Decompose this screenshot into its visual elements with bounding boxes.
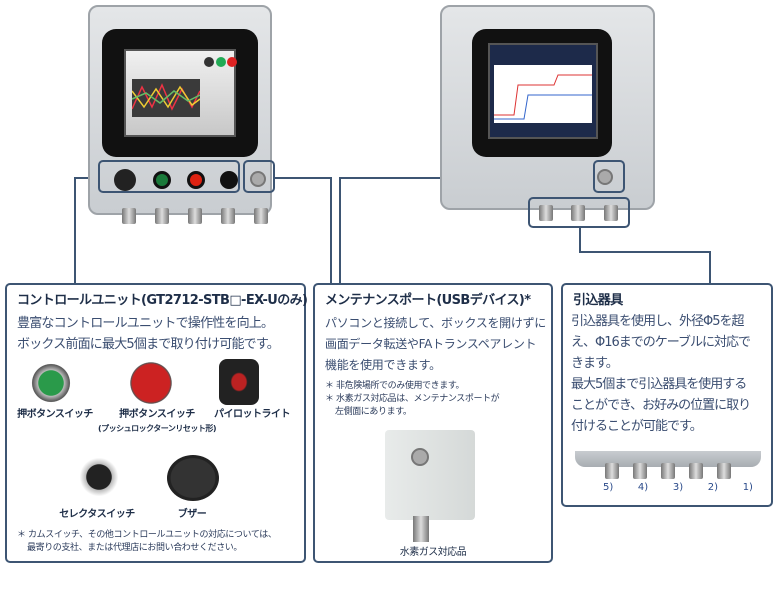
cable-gland bbox=[254, 208, 268, 224]
cable-gland bbox=[689, 463, 703, 479]
display-bezel bbox=[472, 29, 612, 157]
hmi-enclosure-front bbox=[88, 5, 272, 215]
maintenance-port-title: メンテナンスポート(USBデバイス)* bbox=[325, 293, 531, 308]
pilot-light-image bbox=[219, 359, 259, 405]
cable-gland-text: 最大5個まで引込器具を使用する bbox=[571, 377, 747, 392]
gland-position-label: 3) bbox=[672, 482, 684, 493]
cable-gland-text: 引込器具を使用し、外径Φ5を超 bbox=[571, 314, 745, 329]
item-label: 押ボタンスイッチ bbox=[17, 409, 93, 420]
trend-graph bbox=[131, 79, 201, 117]
cable-gland bbox=[122, 208, 136, 224]
cable-gland bbox=[155, 208, 169, 224]
cable-gland-text: え、Φ16までのケーブルに対応で bbox=[571, 335, 751, 350]
trend-graph bbox=[494, 65, 592, 123]
cable-gland bbox=[604, 205, 618, 221]
screen-green-lamp-icon bbox=[216, 57, 226, 67]
item-label: セレクタスイッチ bbox=[59, 509, 135, 520]
control-unit-highlight bbox=[98, 160, 240, 193]
usb-port-cap bbox=[250, 171, 266, 187]
item-label: ブザー bbox=[177, 509, 207, 520]
image-caption: 水素ガス対応品 bbox=[399, 547, 467, 558]
control-unit-panel: コントロールユニット(GT2712-STB□-EX-Uのみ) 豊富なコントロール… bbox=[5, 283, 308, 563]
maintenance-port-text: 画面データ転送やFAトランスペアレント bbox=[325, 337, 537, 351]
maintenance-port-text: 機能を使用できます。 bbox=[325, 358, 441, 372]
footnote: ＊ カムスイッチ、その他コントロールユニットの対応については、 bbox=[17, 530, 277, 540]
footnote: ＊ 非危険場所でのみ使用できます。 bbox=[325, 381, 465, 391]
item-label: パイロットライト bbox=[214, 409, 291, 420]
cable-gland bbox=[539, 205, 553, 221]
touch-screen bbox=[124, 49, 237, 137]
control-unit-text: ボックス前面に最大5個まで取り付け可能です。 bbox=[17, 337, 280, 352]
usb-port-cap bbox=[597, 169, 613, 185]
cable-gland-text: ことができ、お好みの位置に取り bbox=[571, 398, 751, 413]
footnote: 左側面にあります。 bbox=[335, 407, 412, 417]
selector-switch[interactable] bbox=[220, 171, 238, 189]
selector-switch-image bbox=[77, 455, 121, 499]
cable-gland bbox=[633, 463, 647, 479]
maintenance-port-highlight-2 bbox=[593, 160, 625, 193]
touch-screen bbox=[488, 43, 598, 139]
screen-meter-icon bbox=[204, 57, 214, 67]
enclosure-bottom-image bbox=[575, 451, 761, 467]
screen-red-lamp-icon bbox=[227, 57, 237, 67]
maintenance-port-highlight bbox=[243, 160, 275, 193]
cable-gland-text: きます。 bbox=[571, 356, 619, 371]
cable-gland bbox=[188, 208, 202, 224]
push-button-image bbox=[29, 361, 73, 405]
maintenance-port-text: パソコンと接続して、ボックスを開けずに bbox=[325, 316, 546, 330]
buzzer-image bbox=[167, 455, 219, 501]
mushroom-button-image bbox=[127, 359, 175, 407]
buzzer bbox=[114, 169, 136, 191]
gland-position-label: 2) bbox=[707, 482, 719, 493]
maintenance-port-panel: メンテナンスポート(USBデバイス)* パソコンと接続して、ボックスを開けずに … bbox=[313, 283, 553, 563]
green-push-button[interactable] bbox=[153, 171, 171, 189]
display-bezel bbox=[102, 29, 258, 157]
control-unit-title: コントロールユニット(GT2712-STB□-EX-Uのみ) bbox=[17, 293, 308, 308]
item-label: 押ボタンスイッチ bbox=[119, 409, 195, 420]
gland-position-label: 5) bbox=[603, 482, 614, 493]
cable-gland bbox=[221, 208, 235, 224]
cable-gland-text: 付けることが可能です。 bbox=[571, 419, 703, 434]
cable-gland bbox=[717, 463, 731, 479]
item-sublabel: (プッシュロックターンリセット形) bbox=[97, 424, 217, 433]
gland-position-label: 4) bbox=[637, 482, 649, 493]
cable-gland-title: 引込器具 bbox=[573, 293, 623, 308]
footnote: 最寄りの支社、または代理店にお問い合わせください。 bbox=[27, 543, 243, 553]
footnote: ＊ 水素ガス対応品は、メンテナンスポートが bbox=[325, 394, 500, 404]
cable-gland-highlight bbox=[528, 197, 630, 228]
gland-position-label: 1) bbox=[742, 482, 753, 493]
cable-gland bbox=[605, 463, 619, 479]
cable-gland-panel: 引込器具 引込器具を使用し、外径Φ5を超 え、Φ16までのケーブルに対応で きま… bbox=[561, 283, 773, 507]
hydrogen-model-side-image bbox=[385, 430, 475, 542]
cable-gland bbox=[661, 463, 675, 479]
control-unit-text: 豊富なコントロールユニットで操作性を向上。 bbox=[17, 316, 274, 331]
cable-gland bbox=[571, 205, 585, 221]
red-push-button[interactable] bbox=[187, 171, 205, 189]
